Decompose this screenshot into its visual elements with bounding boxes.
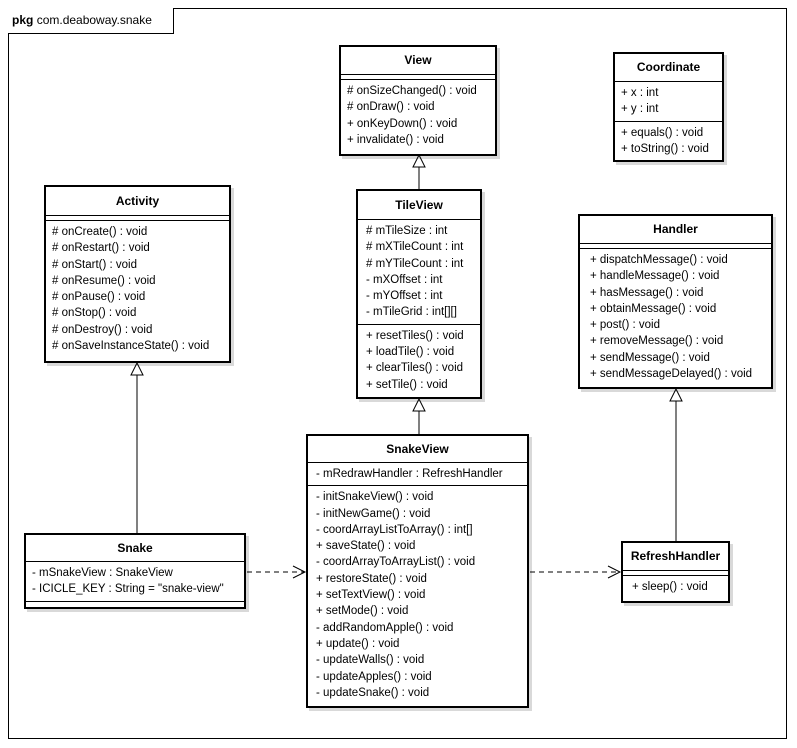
class-name: TileView [358,191,480,220]
generalization-snakeview-tileview [412,397,426,435]
operation: + update() : void [316,637,400,650]
operation: # onPause() : void [52,291,146,304]
operation: + toString() : void [621,142,709,155]
attributes-compartment: - mRedrawHandler : RefreshHandler [308,463,527,487]
attributes-compartment: + x : int + y : int [615,82,722,122]
operation: + dispatchMessage() : void [590,254,728,266]
operation: + onKeyDown() : void [347,117,458,130]
operation: + setTile() : void [366,378,448,391]
operation: + obtainMessage() : void [590,302,717,315]
operation: # onStart() : void [52,258,138,271]
attribute: - mRedrawHandler : RefreshHandler [316,468,503,480]
operation: # onStop() : void [52,307,137,320]
operation: - coordArrayToArrayList() : void [316,556,476,569]
operations-compartment: + dispatchMessage() : void + handleMessa… [580,249,771,385]
operations-compartment: # onCreate() : void # onRestart() : void… [46,221,229,357]
operation: # onSizeChanged() : void [347,85,477,97]
operation: + saveState() : void [316,540,416,553]
dependency-snake-snakeview [247,565,307,579]
class-refreshhandler: RefreshHandler + sleep() : void [621,541,730,603]
attribute: # mYTileCount : int [366,257,464,270]
attributes-compartment [46,216,229,221]
package-keyword: pkg [12,13,34,27]
generalization-tileview-view [412,153,426,189]
attribute: + y : int [621,103,659,116]
operations-compartment: + equals() : void + toString() : void [615,122,722,161]
operation: + equals() : void [621,126,704,139]
operation: + sendMessageDelayed() : void [590,368,753,381]
operation: + clearTiles() : void [366,362,464,375]
operation: + invalidate() : void [347,133,444,146]
generalization-snake-activity [130,361,144,533]
attribute: - mSnakeView : SnakeView [32,567,173,579]
operation: - updateWalls() : void [316,654,425,667]
class-name: SnakeView [308,436,527,463]
class-name: Coordinate [615,54,722,82]
operation: # onRestart() : void [52,242,150,255]
operation: + sendMessage() : void [590,351,710,364]
package-label: pkg com.deaboway.snake [8,8,174,34]
attribute: # mTileSize : int [366,225,448,237]
operation: - updateApples() : void [316,670,432,683]
operation: - initSnakeView() : void [316,491,434,504]
operation: + restoreState() : void [316,572,427,585]
operation: # onDraw() : void [347,101,435,114]
operation: + hasMessage() : void [590,286,704,299]
dependency-snakeview-refreshhandler [530,565,622,579]
generalization-refreshhandler-handler [669,387,683,541]
class-tileview: TileView # mTileSize : int # mXTileCount… [356,189,482,399]
attribute: + x : int [621,87,659,99]
attributes-compartment [580,244,771,249]
operation: + resetTiles() : void [366,329,464,342]
operation: + sleep() : void [632,581,708,593]
operation: - coordArrayListToArray() : int[] [316,523,473,536]
attribute: - mXOffset : int [366,273,443,286]
operation: - initNewGame() : void [316,507,431,520]
attributes-compartment: # mTileSize : int # mXTileCount : int # … [358,220,480,325]
package-name: com.deaboway.snake [36,13,152,27]
class-name: View [341,47,495,75]
operation: - updateSnake() : void [316,686,430,699]
attribute: - mTileGrid : int[][] [366,306,457,319]
attributes-compartment: - mSnakeView : SnakeView - ICICLE_KEY : … [26,562,244,602]
attribute: # mXTileCount : int [366,241,464,254]
class-activity: Activity # onCreate() : void # onRestart… [44,185,231,363]
package-frame [8,8,787,739]
class-snakeview: SnakeView - mRedrawHandler : RefreshHand… [306,434,529,708]
attributes-compartment [341,75,495,80]
operation: + post() : void [590,319,660,332]
operations-compartment [26,602,244,608]
operation: # onResume() : void [52,274,156,287]
operations-compartment: # onSizeChanged() : void # onDraw() : vo… [341,80,495,151]
class-coordinate: Coordinate + x : int + y : int + equals(… [613,52,724,162]
operation: + handleMessage() : void [590,270,720,283]
operations-compartment: + sleep() : void [623,576,728,598]
operation: + setTextView() : void [316,589,426,602]
attributes-compartment [623,571,728,576]
class-name: Activity [46,187,229,216]
attribute: - mYOffset : int [366,290,443,303]
class-name: Handler [580,216,771,244]
operation: # onCreate() : void [52,226,148,238]
operation: + setMode() : void [316,605,409,618]
class-view: View # onSizeChanged() : void # onDraw()… [339,45,497,156]
operation: + loadTile() : void [366,346,455,359]
operation: + removeMessage() : void [590,335,724,348]
class-name: RefreshHandler [623,543,728,571]
operation: # onDestroy() : void [52,323,153,336]
operation: # onSaveInstanceState() : void [52,340,210,353]
attribute: - ICICLE_KEY : String = "snake-view" [32,583,224,596]
operations-compartment: + resetTiles() : void + loadTile() : voi… [358,325,480,396]
class-handler: Handler + dispatchMessage() : void + han… [578,214,773,389]
operation: - addRandomApple() : void [316,621,454,634]
class-name: Snake [26,535,244,562]
class-snake: Snake - mSnakeView : SnakeView - ICICLE_… [24,533,246,609]
operations-compartment: - initSnakeView() : void - initNewGame()… [308,486,527,704]
